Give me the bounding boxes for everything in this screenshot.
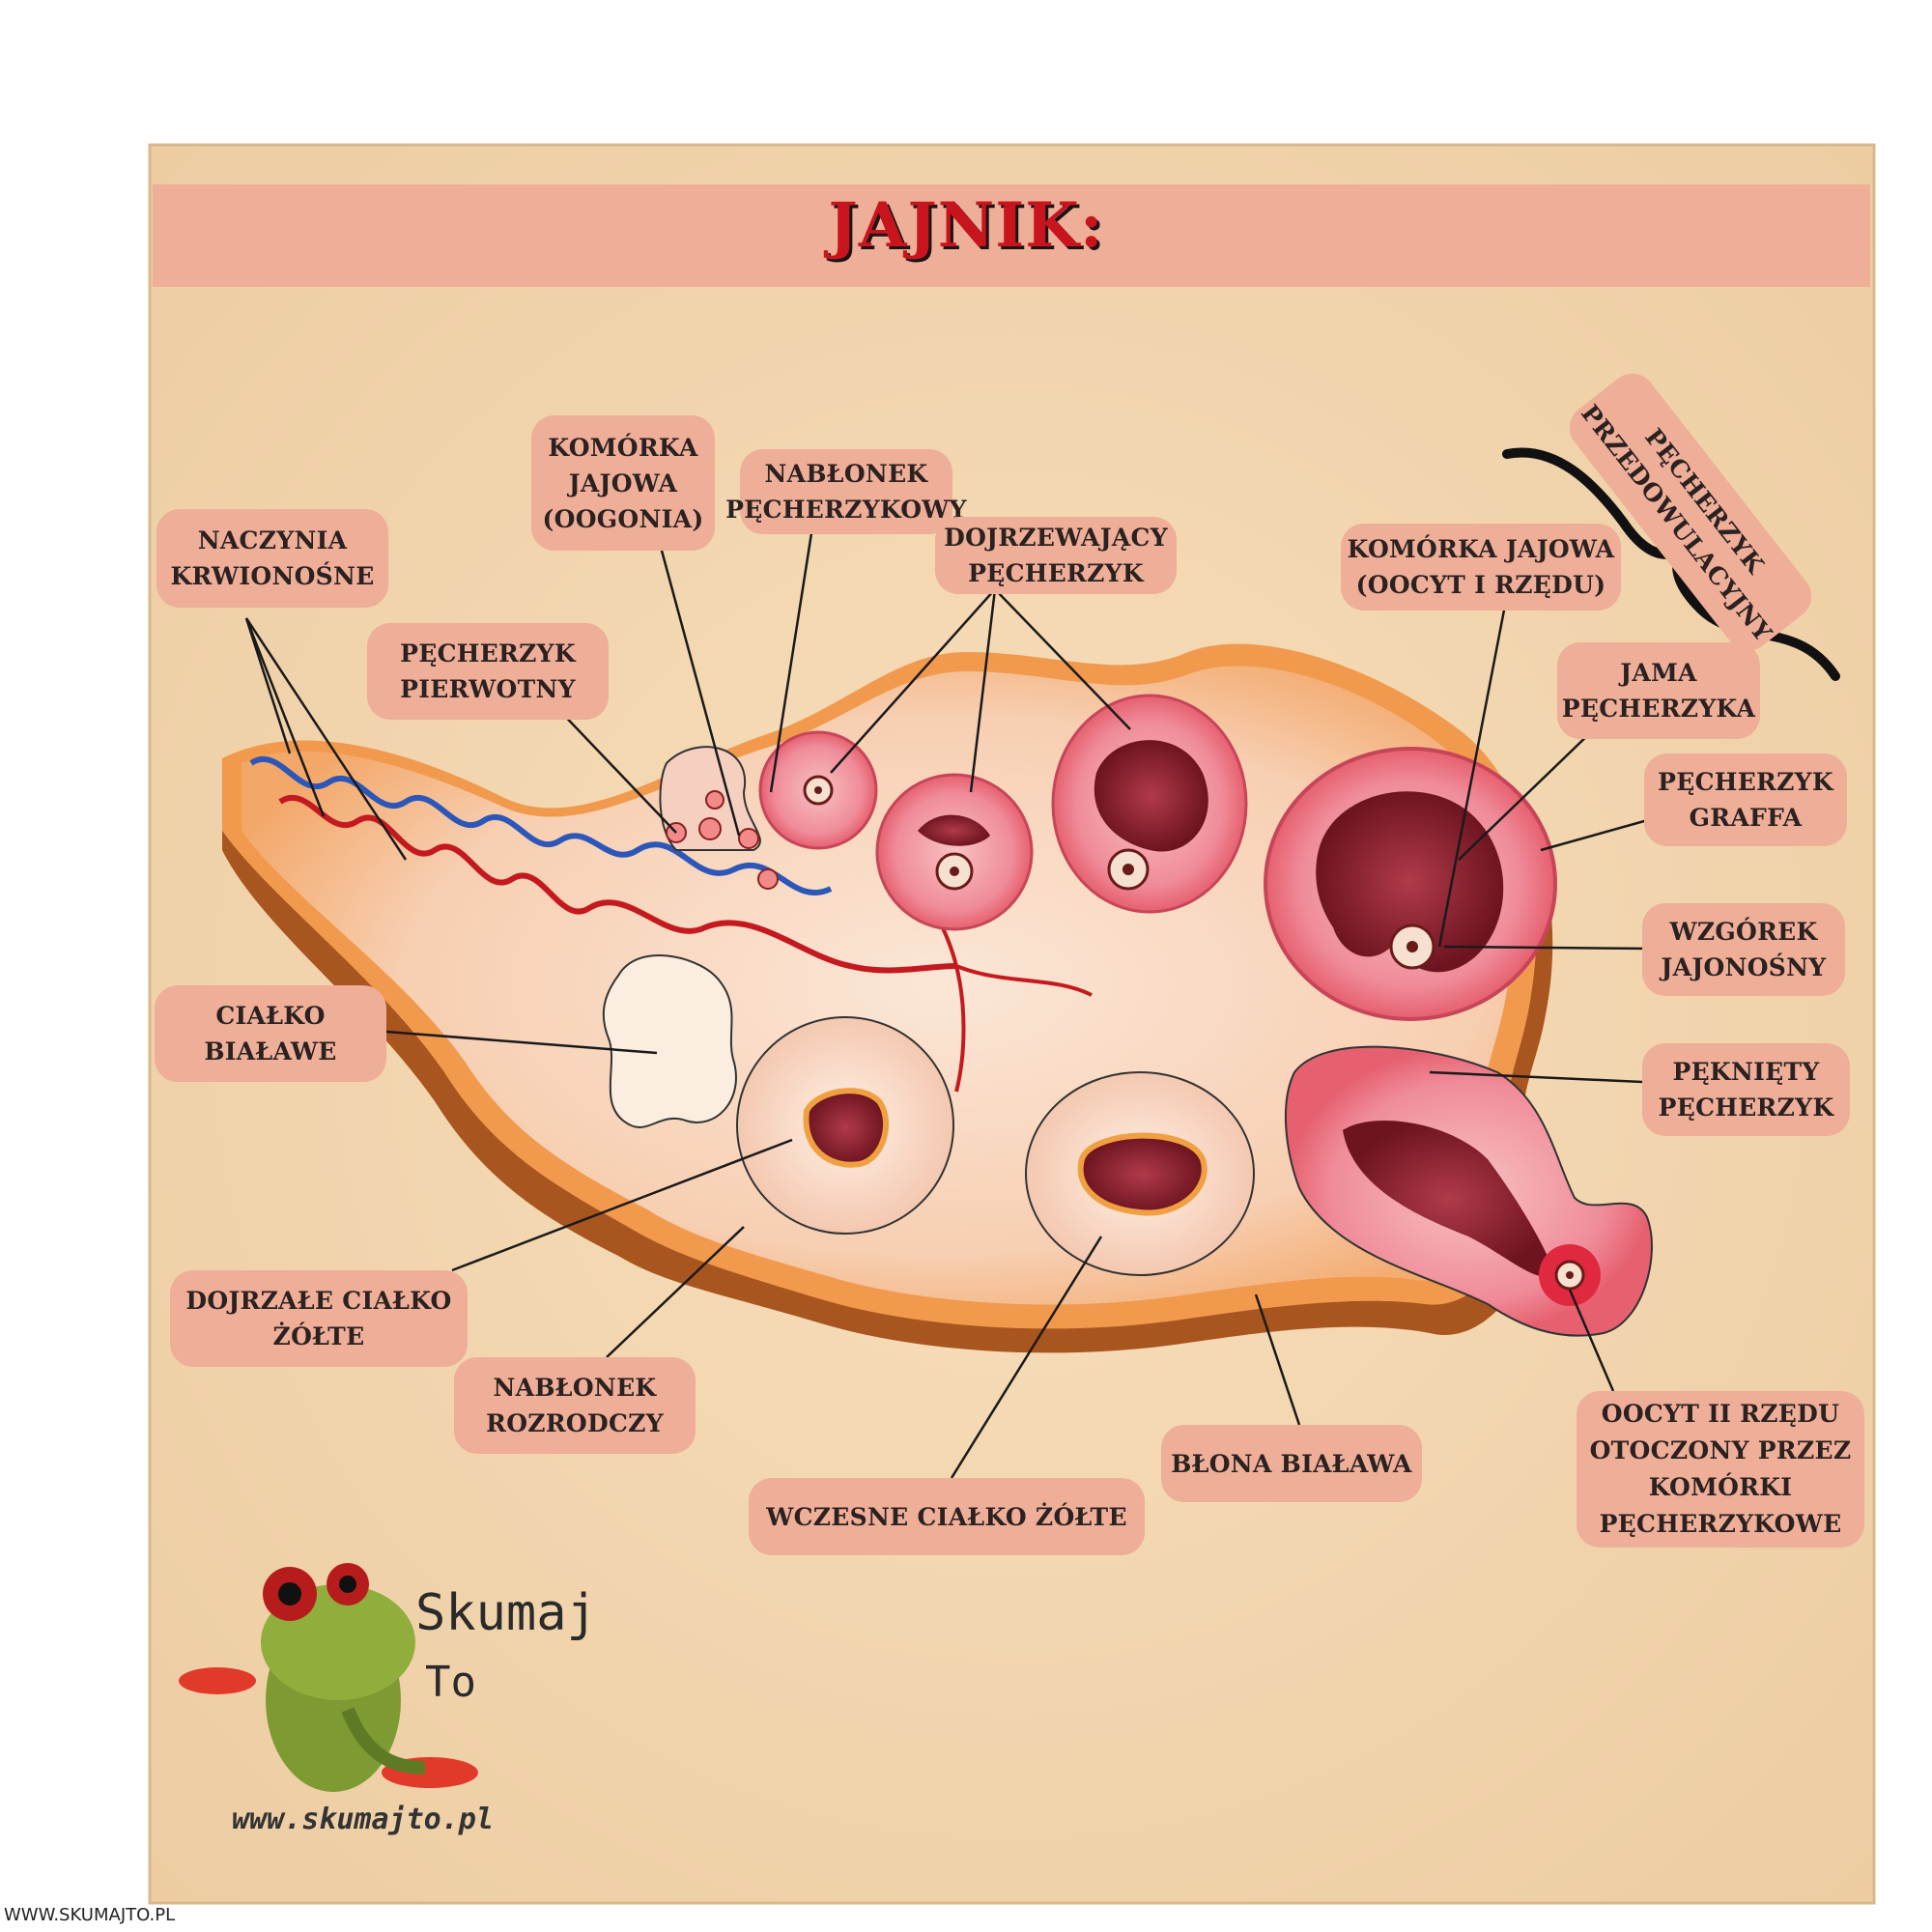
label-line: PĘCHERZYKOWE [1599, 1510, 1842, 1538]
label-corpus-albicans: CIAŁKO BIAŁAWE [155, 985, 386, 1082]
label-line: PĘCHERZYKA [1561, 695, 1756, 723]
early-corpus-luteum [1025, 1071, 1255, 1276]
label-line: BIAŁAWE [204, 1037, 337, 1065]
leader-lines [244, 532, 1662, 1479]
vein [249, 755, 833, 896]
label-cumulus-oophorus: WZGÓREK JAJONOŚNY [1642, 903, 1845, 996]
label-line: DOJRZAŁE CIAŁKO [185, 1287, 452, 1315]
label-line: JAJONOŚNY [1661, 953, 1827, 981]
label-line: PĘCHERZYK [1658, 768, 1833, 796]
ruptured-follicle [1284, 1045, 1653, 1337]
label-line: PĘCHERZYKOWY [725, 496, 967, 524]
label-line: BŁONA BIAŁAWA [1171, 1449, 1412, 1478]
label-line: KOMÓRKA JAJOWA [1347, 535, 1615, 563]
label-follicular-epithelium: NABŁONEK PĘCHERZYKOWY [725, 449, 967, 534]
maturing-follicle-medium [875, 773, 1034, 931]
label-line: OTOCZONY PRZEZ [1589, 1436, 1852, 1464]
label-line: NABŁONEK [493, 1374, 657, 1402]
maturing-follicle-small [758, 730, 878, 850]
label-line: KOMÓRKA [548, 433, 698, 462]
label-germinal-epithelium: NABŁONEK ROZRODCZY [454, 1357, 696, 1454]
label-line: ROZRODCZY [486, 1409, 664, 1437]
label-follicular-cavity: JAMA PĘCHERZYKA [1557, 642, 1760, 739]
label-line: CIAŁKO [215, 1002, 326, 1030]
label-line: KOMÓRKI [1648, 1473, 1793, 1501]
label-blood-vessels: NACZYNIA KRWIONOŚNE [156, 509, 388, 608]
label-maturing-follicle: DOJRZEWAJĄCY PĘCHERZYK [935, 517, 1177, 594]
label-line: DOJRZEWAJĄCY [944, 524, 1168, 552]
label-early-corpus-luteum: WCZESNE CIAŁKO ŻÓŁTE [749, 1478, 1145, 1555]
watermark: WWW.SKUMAJTO.PL [4, 1905, 176, 1925]
label-line: ŻÓŁTE [272, 1322, 365, 1350]
label-oogonia: KOMÓRKA JAJOWA (OOGONIA) [531, 415, 715, 551]
mature-corpus-luteum [736, 1016, 954, 1235]
label-line: JAJOWA [568, 469, 678, 497]
label-line: (OOGONIA) [542, 504, 704, 533]
label-line: PĘCHERZYK [1658, 1094, 1834, 1122]
label-line: WCZESNE CIAŁKO ŻÓŁTE [766, 1502, 1127, 1531]
label-ruptured-follicle: PĘKNIĘTY PĘCHERZYK [1642, 1043, 1850, 1136]
label-line: PĘCHERZYK [968, 559, 1144, 587]
label-line: OOCYT II RZĘDU [1601, 1400, 1840, 1428]
graafian-follicle [1264, 747, 1557, 1021]
label-line: WZGÓREK [1669, 918, 1818, 946]
label-primordial-follicle: PĘCHERZYK PIERWOTNY [367, 623, 609, 720]
label-line: GRAFFA [1689, 804, 1803, 832]
label-secondary-oocyte: OOCYT II RZĘDU OTOCZONY PRZEZ KOMÓRKI PĘ… [1577, 1391, 1864, 1548]
title-band [153, 185, 1870, 287]
label-tunica-albuginea: BŁONA BIAŁAWA [1161, 1425, 1422, 1502]
frog-mascot-logo [179, 1563, 478, 1792]
label-line: PĘKNIĘTY [1672, 1058, 1820, 1086]
label-line: PIERWOTNY [400, 675, 576, 703]
label-graafian-follicle: PĘCHERZYK GRAFFA [1644, 753, 1847, 846]
brand-name-line2: To [425, 1658, 476, 1707]
label-line: (OOCYT I RZĘDU) [1355, 571, 1606, 599]
label-line: PĘCHERZYK [400, 639, 576, 668]
brand-website: www.skumajto.pl [232, 1803, 494, 1836]
corpus-albicans [602, 954, 737, 1128]
brand-name-line1: Skumaj [415, 1584, 597, 1642]
label-line: JAMA [1620, 659, 1697, 687]
label-line: NABŁONEK [764, 460, 928, 488]
artery [278, 794, 957, 974]
label-mature-corpus-luteum: DOJRZAŁE CIAŁKO ŻÓŁTE [170, 1270, 468, 1367]
diagram-title: JAJNIK: [828, 189, 1104, 262]
label-line: KRWIONOŚNE [170, 562, 375, 590]
label-oocyte-i: KOMÓRKA JAJOWA (OOCYT I RZĘDU) [1341, 524, 1621, 611]
label-line: NACZYNIA [197, 526, 348, 554]
maturing-follicle-large [1051, 694, 1248, 914]
